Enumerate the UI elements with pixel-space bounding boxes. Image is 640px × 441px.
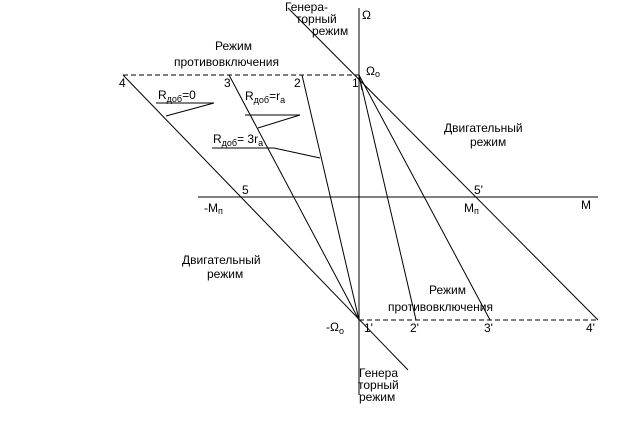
torque-axis-label: M: [581, 198, 591, 212]
generator-mode-bottom-line3: режим: [359, 390, 395, 404]
motor-mode-left-line1: Двигательный: [182, 253, 261, 267]
point-4: 4: [119, 76, 126, 90]
omega0-bottom-label: -Ωo: [326, 320, 344, 336]
point-2: 2: [294, 76, 301, 90]
characteristic-upper-short: [358, 74, 363, 91]
leader-3ra: [212, 147, 321, 159]
point-5-prime: 5': [474, 183, 483, 197]
characteristic-ra: [358, 74, 491, 321]
characteristic-neg-r0: [122, 74, 409, 371]
leader-ra: [245, 114, 301, 129]
generator-mode-top-line1: Генера-: [285, 0, 328, 14]
counter-mode-top-line2: противовключения: [174, 55, 279, 69]
point-5: 5: [242, 183, 249, 197]
counter-mode-bottom-line1: Режим: [429, 283, 466, 297]
motor-mode-right-line1: Двигательный: [444, 121, 523, 135]
characteristic-neg-ra: [228, 74, 360, 321]
point-3: 3: [224, 76, 231, 90]
omega-axis-label: Ω: [362, 8, 371, 22]
characteristic-neg-3ra: [301, 74, 360, 321]
point-2-prime: 2': [410, 321, 419, 335]
motor-mode-left-line2: режим: [207, 267, 243, 281]
generator-mode-bottom-line1: Генера: [359, 366, 398, 380]
point-3-prime: 3': [484, 321, 493, 335]
resistance-label-zero: Rдоб=0: [158, 88, 196, 104]
characteristic-3ra: [358, 74, 417, 321]
omega0-top-label: Ωo: [366, 64, 380, 79]
counter-mode-bottom-line2: противовключения: [388, 300, 493, 314]
generator-mode-top-line2: торный: [296, 12, 337, 26]
resistance-label-ra: Rдоб=ra: [245, 89, 285, 105]
counter-mode-top-line1: Режим: [215, 39, 252, 53]
mp-right-label: Mп: [464, 201, 479, 216]
mp-left-label: -Mп: [204, 201, 223, 216]
resistance-label-3ra: Rдоб= 3ra: [213, 132, 263, 148]
point-1: 1: [352, 76, 359, 90]
motor-mode-right-line2: режим: [470, 135, 506, 149]
point-4-prime: 4': [586, 321, 595, 335]
point-1-prime: 1': [364, 321, 373, 335]
generator-mode-bottom-line2: торный: [358, 378, 399, 392]
generator-mode-top-line3: режим: [312, 24, 348, 38]
characteristic-r0: [287, 7, 599, 321]
leader-r0: [156, 102, 215, 117]
